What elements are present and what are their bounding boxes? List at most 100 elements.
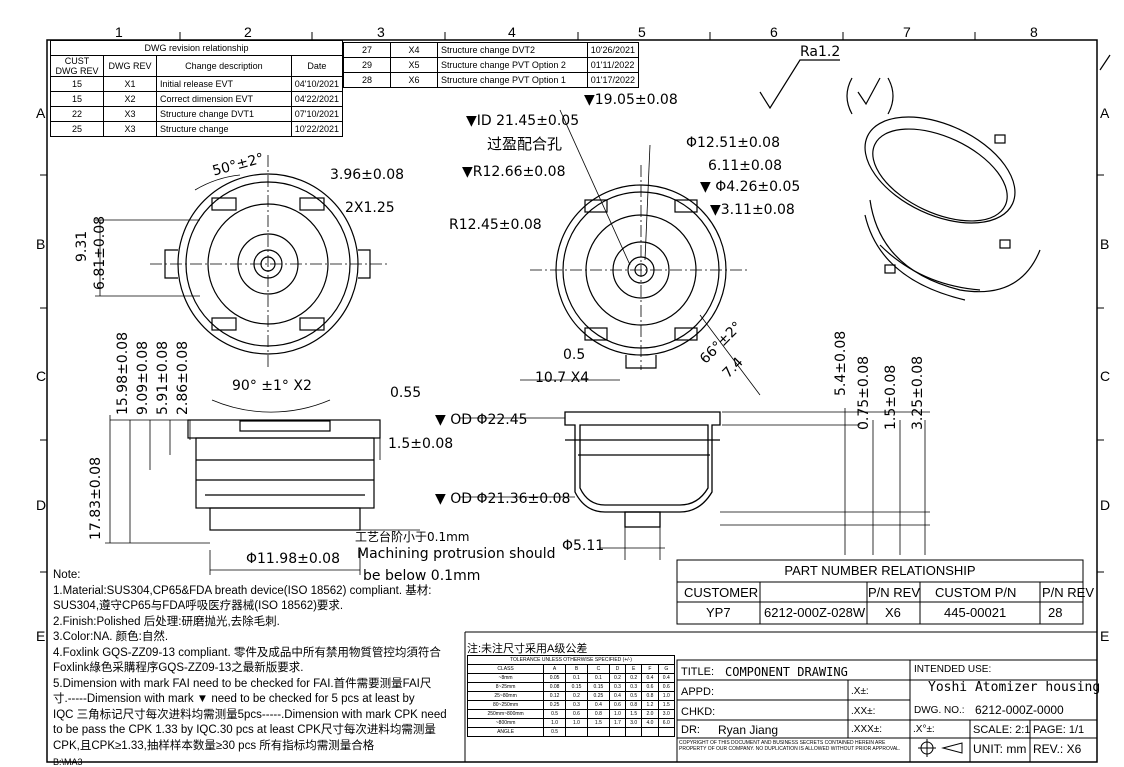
dim-9-31: 9.31 xyxy=(74,230,90,262)
grid-row-e: E xyxy=(36,628,46,644)
rev-cell: 10'22/2021 xyxy=(290,121,344,137)
tolerance-heading: 注:未注尺寸采用A级公差 xyxy=(467,643,588,655)
dim-11-98: Φ11.98±0.08 xyxy=(246,551,341,567)
dim-3-96: 3.96±0.08 xyxy=(330,167,405,183)
note-line: 寸.-----Dimension with mark ▼ need to be … xyxy=(53,693,415,705)
pn-number: 6212-000Z-028W xyxy=(764,605,866,620)
tol-cell: 0.8 xyxy=(641,691,659,701)
grid-col-5: 5 xyxy=(638,24,646,40)
press-fit-note: 过盈配合孔 xyxy=(487,135,563,153)
copyright: COPYRIGHT OF THIS DOCUMENT AND BUSINESS … xyxy=(679,740,901,752)
rev-cell: 15 xyxy=(50,91,104,107)
dim-5-91: 5.91±0.08 xyxy=(155,340,171,415)
tol-cell xyxy=(565,727,588,737)
rev-header-desc: Change description xyxy=(156,55,292,77)
page: PAGE: 1/1 xyxy=(1033,724,1085,736)
rev-cell: Structure change xyxy=(156,121,292,137)
xx-tol: .XX±: xyxy=(851,706,876,717)
rev-cell: 28 xyxy=(343,72,391,88)
note-line: IQC 三角标记尺寸每次进料均需测量5pcs-----.Dimension wi… xyxy=(53,708,447,721)
tol-cell: 25~80mm xyxy=(466,691,545,701)
tol-cell: 2.0 xyxy=(641,709,659,719)
revision-table: DWG revision relationship CUST DWG REV D… xyxy=(50,40,344,137)
tol-cell: 0.4 xyxy=(641,673,659,683)
tol-cell: 1.5 xyxy=(586,718,610,728)
rev-cell: 27 xyxy=(343,42,391,58)
pn-custom-rev: 28 xyxy=(1048,605,1063,620)
pn-header-prev: P/N REV xyxy=(868,585,921,600)
tol-header: E xyxy=(625,664,643,674)
rev-cell: 01'17/2022 xyxy=(586,72,640,88)
dim-4-26: ▼ Φ4.26±0.05 xyxy=(700,179,801,195)
tol-cell: 0.2 xyxy=(565,691,588,701)
dim-id-21-45: ▼ID 21.45±0.05 xyxy=(466,113,580,129)
tol-cell: 0.8 xyxy=(625,700,643,710)
dim-5-11: Φ5.11 xyxy=(562,538,605,554)
appd-label: APPD: xyxy=(681,686,715,698)
tol-cell: 0.4 xyxy=(657,673,676,683)
unit: UNIT: mm xyxy=(973,742,1027,756)
dim-9-09: 9.09±0.08 xyxy=(135,340,151,415)
tol-header: A xyxy=(543,664,567,674)
rev-cell: Structure change PVT Option 1 xyxy=(437,72,588,88)
tol-cell: 0.25 xyxy=(586,691,610,701)
table-row: 25 X3 Structure change 10'22/2021 xyxy=(50,121,344,137)
grid-row-d: D xyxy=(36,497,47,513)
note-line: Foxlink綠色采購程序GQS-ZZ09-13之最新版要求. xyxy=(53,662,304,674)
rev-cell: 10'26/2021 xyxy=(586,42,640,58)
rev-cell: X6 xyxy=(390,72,438,88)
tol-cell: 0.1 xyxy=(586,673,610,683)
tol-cell: 80~250mm xyxy=(466,700,545,710)
dim-6-81: 6.81±0.08 xyxy=(92,215,108,290)
rev-cell: Structure change PVT Option 2 xyxy=(437,57,588,73)
rev-header-dwg: DWG REV xyxy=(103,55,157,77)
tol-cell xyxy=(586,727,610,737)
dim-2x1-25: 2X1.25 xyxy=(345,200,395,216)
note-line: 2.Finish:Polished 后处理:研磨抛光,去除毛刺. xyxy=(53,615,280,628)
grid-row-a-right: A xyxy=(1100,105,1110,121)
table-row: 28 X6 Structure change PVT Option 1 01'1… xyxy=(343,72,640,88)
dim-5-4: 5.4±0.08 xyxy=(833,330,849,396)
x-tol: .X±: xyxy=(851,686,869,697)
note-line: Note: xyxy=(53,569,81,581)
roughness-label: Ra1.2 xyxy=(800,44,841,60)
rev: REV.: X6 xyxy=(1033,742,1082,756)
note-line: 5.Dimension with mark FAI need to be che… xyxy=(53,677,432,690)
table-row: 15 X1 Initial release EVT 04'10/2021 xyxy=(50,76,344,92)
tol-cell: 0.15 xyxy=(565,682,588,692)
tol-cell xyxy=(608,727,627,737)
tolerance-table: TOLERANCE UNLESS OTHERWISE SPECIFIED (+/… xyxy=(466,655,676,737)
dim-12-51: Φ12.51±0.08 xyxy=(686,135,781,151)
rev-cell: Structure change DVT1 xyxy=(156,106,292,122)
tol-cell: 1.0 xyxy=(543,718,567,728)
tol-cell: 1.5 xyxy=(657,700,676,710)
rev-cell: 22 xyxy=(50,106,104,122)
pn-header-customer: CUSTOMER xyxy=(684,585,759,600)
rev-header-cust: CUST DWG REV xyxy=(50,55,104,77)
rev-cell: Structure change DVT2 xyxy=(437,42,588,58)
pn-rev: X6 xyxy=(885,605,901,620)
angle-tol: .X°±: xyxy=(913,724,935,735)
tol-cell: 0.4 xyxy=(608,691,627,701)
grid-row-b: B xyxy=(36,236,46,252)
grid-col-1: 1 xyxy=(115,24,123,40)
rev-cell: X5 xyxy=(390,57,438,73)
tol-cell: ~800mm xyxy=(466,718,545,728)
tol-cell: 0.12 xyxy=(543,691,567,701)
tol-cell: 0.6 xyxy=(657,682,676,692)
revision-table-continued: 27 X4 Structure change DVT2 10'26/2021 2… xyxy=(343,42,640,88)
rev-header-date: Date xyxy=(290,55,344,77)
tol-cell xyxy=(625,727,643,737)
tol-cell: 3.0 xyxy=(657,709,676,719)
grid-col-4: 4 xyxy=(508,24,516,40)
tol-cell: 0.15 xyxy=(586,682,610,692)
dr-value: Ryan Jiang xyxy=(718,723,779,737)
dwg-no-label: DWG. NO.: xyxy=(914,705,965,716)
tol-cell: ANGLE xyxy=(466,727,545,737)
tol-cell: 1.0 xyxy=(565,718,588,728)
intended-use-label: INTENDED USE: xyxy=(914,664,992,675)
